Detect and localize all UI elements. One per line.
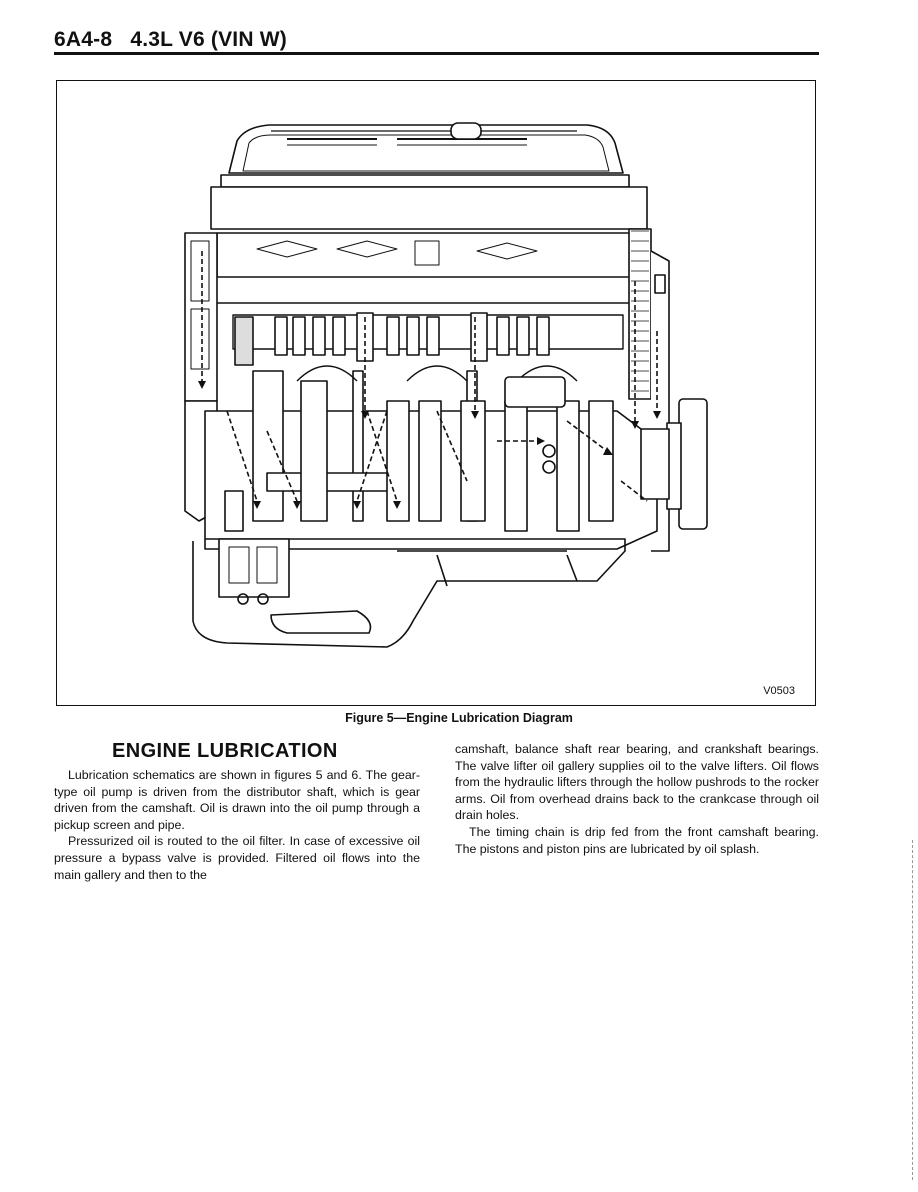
paragraph: camshaft, balance shaft rear bearing, an… (455, 742, 819, 823)
figure-code: V0503 (763, 685, 795, 697)
cylinder-head (210, 186, 648, 304)
section-number: 6A4-8 (54, 28, 113, 51)
section-title: ENGINE LUBRICATION (112, 740, 338, 762)
engine-lubrication-diagram (184, 122, 708, 648)
right-column: camshaft, balance shaft rear bearing, an… (455, 741, 819, 857)
oil-flow-arrows (201, 251, 658, 502)
front-damper (640, 398, 708, 530)
figure-caption: Figure 5—Engine Lubrication Diagram (345, 711, 573, 725)
paragraph: The timing chain is drip fed from the fr… (455, 824, 819, 856)
left-column: Lubrication schematics are shown in figu… (54, 767, 420, 883)
page-edge-mark (912, 840, 913, 1180)
camshaft (232, 312, 624, 366)
valve-cover (220, 122, 630, 188)
oil-pan (192, 538, 626, 648)
page-header: 6A4-8 4.3L V6 (VIN W) (54, 28, 287, 52)
figure-frame: V0503 (56, 80, 816, 706)
oil-pump (218, 490, 372, 634)
paragraph: Pressurized oil is routed to the oil fil… (54, 834, 420, 882)
crankshaft (266, 376, 614, 532)
section-heading: 4.3L V6 (VIN W) (130, 28, 287, 51)
header-rule (54, 52, 819, 55)
paragraph: Lubrication schematics are shown in figu… (54, 768, 420, 832)
arrow-heads (198, 381, 661, 509)
